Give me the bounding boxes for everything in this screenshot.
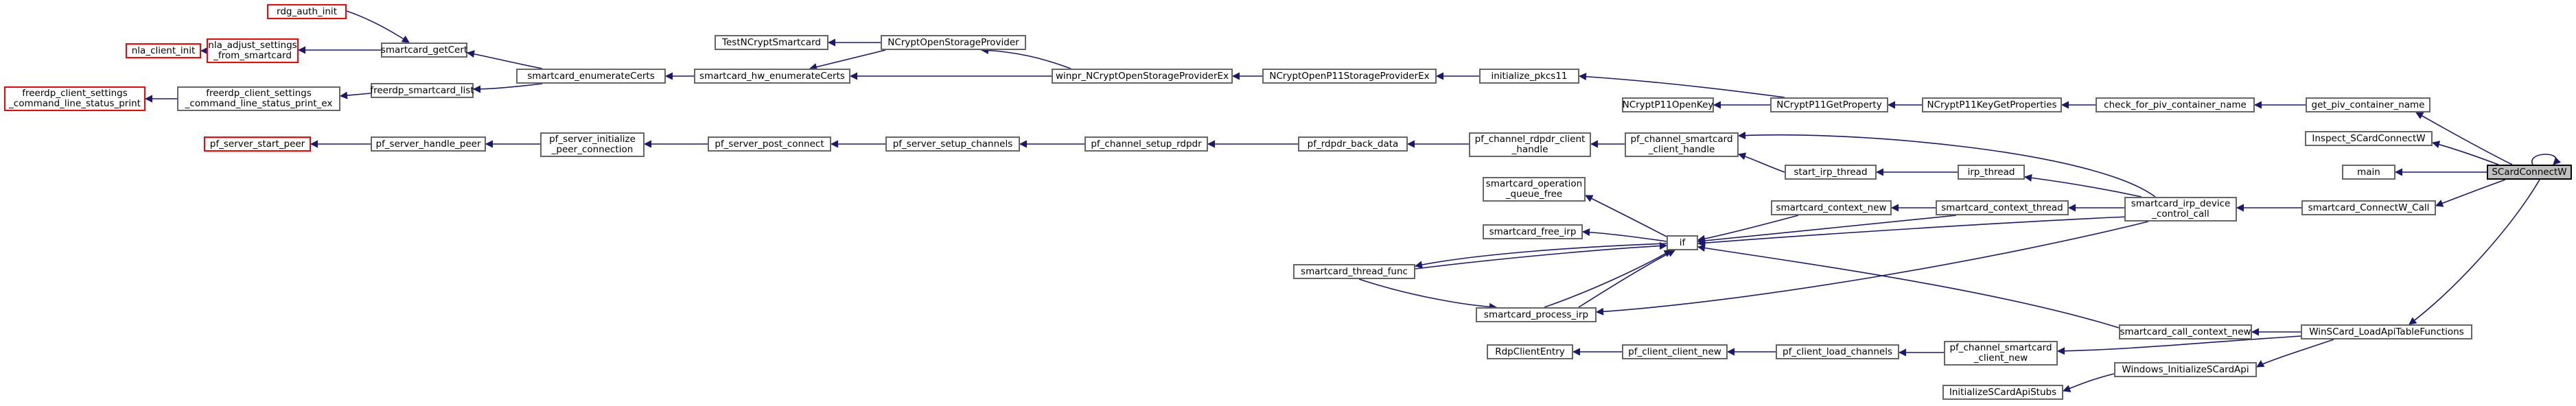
node-pf-server-setup-channels[interactable]: pf_server_setup_channels xyxy=(885,136,1020,152)
edge-call-ctx-to-if xyxy=(1697,244,2120,329)
node-smartcard-thread-func[interactable]: smartcard_thread_func xyxy=(1293,264,1415,279)
node-pf-channel-setup-rdpdr[interactable]: pf_channel_setup_rdpdr xyxy=(1084,136,1208,152)
node-smartcard-call-context-new[interactable]: smartcard_call_context_new xyxy=(2119,324,2252,339)
node-testncryptsmartcard[interactable]: TestNCryptSmartcard xyxy=(715,35,828,50)
edge-process-irp-to-if-b xyxy=(1544,250,1672,308)
edge-if-to-thread-func xyxy=(1414,243,1667,269)
edge-enumcerts-to-sclist xyxy=(472,83,543,93)
node-pf-rdpdr-back-data[interactable]: pf_rdpdr_back_data xyxy=(1298,136,1408,152)
node-smartcard-getcert[interactable]: smartcard_getCert xyxy=(381,43,467,58)
edge-scard-to-inspect xyxy=(2431,141,2499,165)
edge-winpr-ex-to-ncryptopen xyxy=(980,46,1071,69)
node-pf-channel-rdpdr-client-handle[interactable]: pf_channel_rdpdr_client _handle xyxy=(1469,132,1591,157)
node-windows-initializescardapi[interactable]: Windows_InitializeSCardApi xyxy=(2114,362,2257,377)
node-rdg-auth-init[interactable]: rdg_auth_init xyxy=(267,4,347,19)
node-smartcard-operation-queue-free[interactable]: smartcard_operation _queue_free xyxy=(1483,177,1586,202)
node-pf-channel-smartcard-client-handle[interactable]: pf_channel_smartcard _client_handle xyxy=(1625,132,1739,157)
node-get-piv-container-name[interactable]: get_piv_container_name xyxy=(2306,97,2430,112)
edge-irpctrl-to-if xyxy=(1697,216,2128,247)
node-pf-client-client-new[interactable]: pf_client_client_new xyxy=(1622,344,1728,359)
node-smartcard-context-thread[interactable]: smartcard_context_thread xyxy=(1936,200,2069,215)
edge-win-init-to-stubs xyxy=(2062,373,2115,392)
edge-scard-to-connectw-call xyxy=(2435,179,2506,207)
edge-scard-to-loadapi xyxy=(2409,179,2540,325)
node-initialize-pkcs11[interactable]: initialize_pkcs11 xyxy=(1479,69,1579,84)
node-nla-client-init[interactable]: nla_client_init xyxy=(126,43,201,58)
node-pf-server-start-peer[interactable]: pf_server_start_peer xyxy=(204,136,311,152)
edge-if-to-op-queue-free xyxy=(1584,195,1667,237)
node-start-irp-thread[interactable]: start_irp_thread xyxy=(1785,165,1877,180)
node-initializescardapistubs[interactable]: InitializeSCardApiStubs xyxy=(1942,385,2063,400)
edge-loadapi-to-sc-client-new xyxy=(2056,335,2301,355)
node-pf-server-post-connect[interactable]: pf_server_post_connect xyxy=(708,136,831,152)
node-irp-thread[interactable]: irp_thread xyxy=(1958,165,2025,180)
edge-scard-self-loop xyxy=(2531,154,2562,165)
node-pf-server-initialize-peer-connection[interactable]: pf_server_initialize _peer_connection xyxy=(540,132,645,157)
node-pf-client-load-channels[interactable]: pf_client_load_channels xyxy=(1776,344,1899,359)
node-smartcard-process-irp[interactable]: smartcard_process_irp xyxy=(1476,307,1597,322)
node-ncryptp11keygetproperties[interactable]: NCryptP11KeyGetProperties xyxy=(1922,97,2062,112)
node-smartcard-context-new[interactable]: smartcard_context_new xyxy=(1771,200,1892,215)
edge-getprop-to-initpkcs xyxy=(1578,73,1785,98)
edge-ctx-thread-to-if xyxy=(1697,215,1957,245)
node-ncryptp11openkey[interactable]: NCryptP11OpenKey xyxy=(1622,97,1714,112)
node-smartcard-enumeratecerts[interactable]: smartcard_enumerateCerts xyxy=(516,69,666,84)
edge-start-irp-to-sc-handle xyxy=(1737,152,1785,173)
node-freerdp-client-settings-command-line-status-print[interactable]: freerdp_client_settings _command_line_st… xyxy=(4,86,146,111)
edge-irpctrl-to-irp-thread xyxy=(2023,174,2142,198)
node-ncryptopenstorageprovider[interactable]: NCryptOpenStorageProvider xyxy=(881,35,1026,50)
edge-thread-func-to-process-irp xyxy=(1358,278,1498,311)
node-smartcard-irp-device-control-call[interactable]: smartcard_irp_device _control_call xyxy=(2124,197,2237,222)
node-scardconnectw[interactable]: SCardConnectW xyxy=(2487,165,2572,180)
node-ncryptp11getproperty[interactable]: NCryptP11GetProperty xyxy=(1770,97,1888,112)
edge-loadapi-to-win-init xyxy=(2256,339,2334,368)
edge-irpctrl-to-process-irp xyxy=(1595,221,2149,315)
edge-scard-to-getpiv xyxy=(2415,112,2513,165)
edge-irpctrl-to-sc-handle xyxy=(1737,131,2156,198)
edge-ctx-new-to-if xyxy=(1697,215,1799,243)
edge-if-to-free-irp xyxy=(1581,228,1667,242)
node-smartcard-free-irp[interactable]: smartcard_free_irp xyxy=(1483,224,1583,239)
node-check-for-piv-container-name[interactable]: check_for_piv_container_name xyxy=(2096,97,2255,112)
edge-ncryptopen-to-hwenum xyxy=(809,49,886,71)
edge-process-irp-to-if xyxy=(1578,250,1676,308)
edge-rdg-auth-to-getcert xyxy=(346,10,410,43)
node-nla-adjust-settings-from-smartcard[interactable]: nla_adjust_settings _from_smartcard xyxy=(207,38,299,63)
node-winscard-loadapitablefunctions[interactable]: WinSCard_LoadApiTableFunctions xyxy=(2301,324,2472,339)
node-freerdp-smartcard-list[interactable]: freerdp_smartcard_list xyxy=(370,83,474,98)
node-pf-server-handle-peer[interactable]: pf_server_handle_peer xyxy=(371,136,486,152)
node-winpr-ncryptopenstorageproviderex[interactable]: winpr_NCryptOpenStorageProviderEx xyxy=(1052,69,1233,84)
edge-sclist-to-statusprint-ex xyxy=(339,91,371,99)
node-if[interactable]: if xyxy=(1667,235,1698,250)
node-rdpcliententry[interactable]: RdpClientEntry xyxy=(1487,344,1573,359)
node-smartcard-hw-enumeratecerts[interactable]: smartcard_hw_enumerateCerts xyxy=(694,69,850,84)
node-main[interactable]: main xyxy=(2342,165,2395,180)
node-smartcard-connectw-call[interactable]: smartcard_ConnectW_Call xyxy=(2301,200,2436,215)
node-pf-channel-smartcard-client-new[interactable]: pf_channel_smartcard _client_new xyxy=(1944,341,2058,366)
edge-enumcerts-to-getcert xyxy=(466,50,543,69)
edge-thread-func-to-if xyxy=(1415,241,1668,270)
node-ncryptopenp11storageproviderex[interactable]: NCryptOpenP11StorageProviderEx xyxy=(1262,69,1437,84)
node-inspect-scardconnectw[interactable]: Inspect_SCardConnectW xyxy=(2305,131,2433,146)
node-freerdp-client-settings-command-line-status-print-ex[interactable]: freerdp_client_settings _command_line_st… xyxy=(177,86,340,111)
